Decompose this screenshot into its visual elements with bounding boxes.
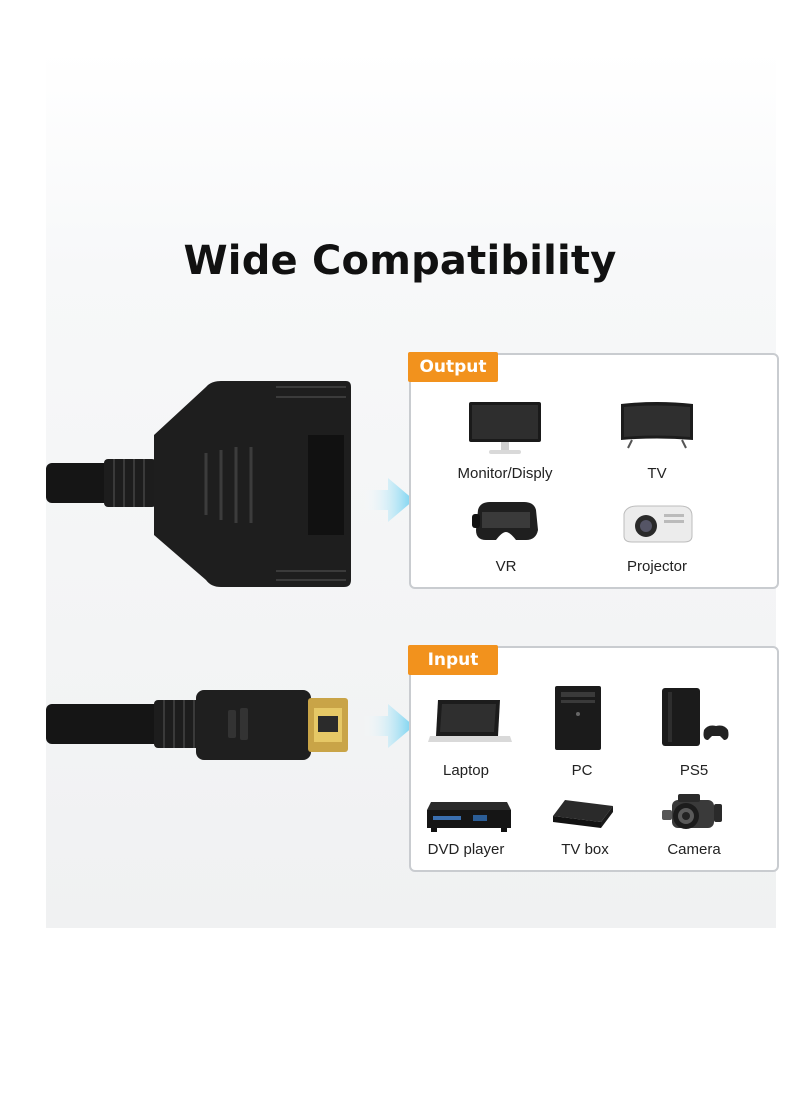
- vr-headset-icon: [472, 502, 538, 540]
- monitor-icon: [469, 402, 541, 454]
- label-pc: PC: [571, 762, 593, 779]
- hdmi-splitter-female-icon: [46, 381, 351, 587]
- arrow-right-icon: [362, 704, 414, 748]
- label-tv: TV: [647, 465, 667, 482]
- label-camera: Camera: [667, 841, 721, 858]
- label-tv-box: TV box: [561, 841, 609, 858]
- label-ps5: PS5: [679, 762, 709, 779]
- tv-icon: [621, 402, 693, 449]
- label-vr: VR: [495, 558, 517, 575]
- hdmi-male-plug-icon: [46, 690, 348, 760]
- projector-icon: [623, 505, 693, 543]
- tv-box-icon: [553, 800, 613, 828]
- label-dvd-player: DVD player: [427, 841, 505, 858]
- headline: Wide Compatibility: [183, 238, 617, 284]
- output-card: [409, 353, 779, 589]
- camera-icon: [662, 794, 722, 829]
- pc-tower-icon: [555, 686, 601, 750]
- input-badge: Input: [408, 645, 498, 675]
- dvd-player-icon: [427, 802, 511, 832]
- ps5-console-icon: [662, 688, 729, 746]
- label-monitor: Monitor/Disply: [457, 465, 553, 482]
- arrow-right-icon: [362, 478, 414, 522]
- laptop-icon: [428, 700, 512, 742]
- output-badge: Output: [408, 352, 498, 382]
- input-card: [409, 646, 779, 872]
- label-projector: Projector: [626, 558, 688, 575]
- label-laptop: Laptop: [443, 762, 489, 779]
